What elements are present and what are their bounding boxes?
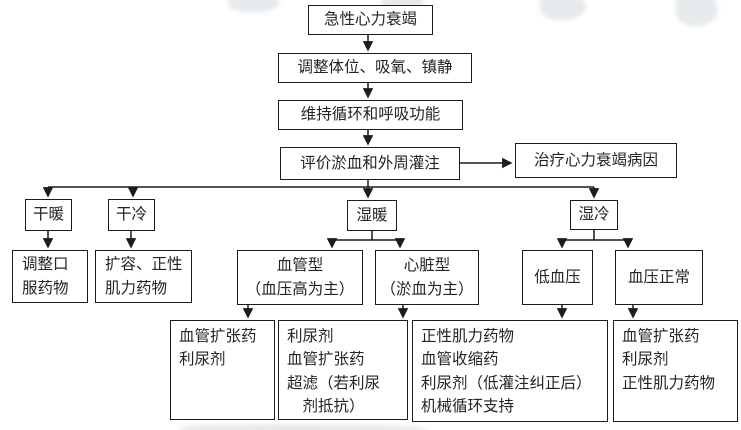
node-maintain-circulation-respiration: 维持循环和呼吸功能	[278, 100, 463, 130]
node-treat-heart-failure-cause: 治疗心力衰竭病因	[515, 143, 677, 178]
node-dry-cold: 干冷	[108, 199, 155, 231]
node-vasodilator-diuretic: 血管扩张药 利尿剂	[170, 320, 275, 420]
node-vasodilator-diuretic-inotrope: 血管扩张药 利尿剂 正性肌力药物	[613, 320, 738, 422]
node-cardiac-type: 心脏型 （淤血为主）	[375, 250, 479, 305]
node-dry-warm: 干暖	[25, 199, 72, 231]
watermark-fragment	[180, 424, 430, 430]
node-adjust-oral-drugs: 调整口 服药物	[12, 250, 88, 303]
watermark-fragment	[228, 0, 280, 12]
node-volume-expansion-inotropes: 扩容、正性 肌力药物	[95, 250, 192, 303]
node-wet-cold: 湿冷	[570, 200, 618, 230]
node-diuretic-vasodilator-ultrafiltration: 利尿剂 血管扩张药 超滤（若利尿 剂抵抗）	[278, 320, 408, 420]
node-evaluate-congestion-perfusion: 评价淤血和外周灌注	[280, 147, 460, 180]
node-hypotension: 低血压	[522, 250, 593, 305]
node-wet-warm: 湿暖	[347, 200, 397, 231]
node-inotrope-vasoconstrictor-support: 正性肌力药物 血管收缩药 利尿剂（低灌注纠正后） 机械循环支持	[412, 320, 608, 422]
connector-lines	[42, 35, 639, 319]
node-normal-blood-pressure: 血压正常	[615, 250, 703, 305]
node-adjust-position-oxygen-sedation: 调整体位、吸氧、镇静	[278, 53, 472, 83]
node-vascular-type: 血管型 （血压高为主）	[237, 250, 363, 305]
watermark-fragment	[540, 0, 586, 20]
watermark-fragment	[676, 0, 718, 26]
node-acute-heart-failure: 急性心力衰竭	[308, 5, 433, 35]
